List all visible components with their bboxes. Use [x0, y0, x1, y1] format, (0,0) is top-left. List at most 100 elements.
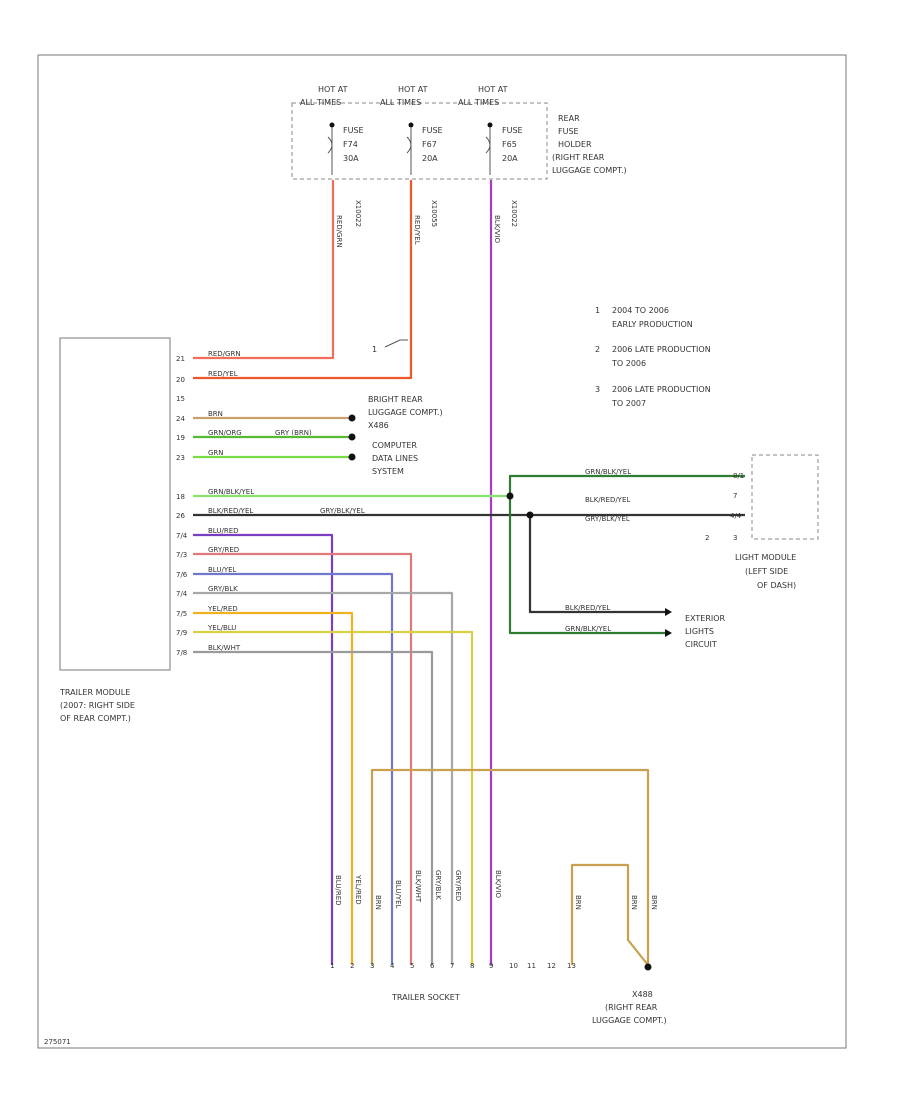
wire-red-yel [193, 180, 413, 380]
computer-l3: SYSTEM [372, 467, 404, 476]
socket-pin: 2 [350, 962, 354, 970]
wire-labels: RED/GRN RED/YEL BRN GRN/ORG GRY (BRN) GR… [207, 350, 365, 652]
trailer-socket-label: TRAILER SOCKET [391, 993, 460, 1002]
pin-label: 15 [176, 395, 185, 403]
wire-label: YEL/BLU [207, 624, 236, 632]
light-module-l2: (LEFT SIDE [745, 567, 788, 576]
note-3-l2: TO 2007 [611, 399, 646, 408]
ground-id: X488 [632, 990, 653, 999]
wire-label: BRN [208, 410, 223, 418]
light-wire-2b: GRY/BLK/YEL [585, 515, 630, 523]
wire-label: BLK/WHT [208, 644, 241, 652]
fuse-2-label: FUSE [422, 126, 443, 135]
fuse-holder-l2: FUSE [558, 127, 579, 136]
fuse-3-label: FUSE [502, 126, 523, 135]
ground-block-title: BRIGHT REAR [368, 395, 423, 404]
pin-label: 7/4 [176, 590, 188, 598]
socket-wire-label: GRY/RED [454, 870, 462, 901]
ground-block-label: BRIGHT REAR LUGGAGE COMPT.) X486 [368, 395, 443, 430]
computer-data-label: COMPUTER DATA LINES SYSTEM [372, 441, 418, 476]
wire-dk-grn-up [508, 474, 745, 496]
wire-label: BLU/YEL [208, 566, 237, 574]
ground-wire-label: BRN [574, 895, 582, 910]
socket-pin: 3 [370, 962, 374, 970]
light-module-l1: LIGHT MODULE [735, 553, 796, 562]
ground-point-dot [644, 963, 652, 971]
wire-label: GRN [208, 449, 224, 457]
light-wire-1: GRN/BLK/YEL [585, 468, 631, 476]
fuse-3-hot: HOT AT [478, 85, 508, 94]
fuse-holder-l3: HOLDER [558, 140, 592, 149]
wire-yel-blu [193, 630, 474, 965]
fuse-1-times: ALL TIMES [300, 98, 341, 107]
light-module-label: LIGHT MODULE (LEFT SIDE OF DASH) GRN/BLK… [585, 468, 796, 590]
fuse-holder-l1: REAR [558, 114, 580, 123]
trailer-module-l1: TRAILER MODULE [59, 688, 130, 697]
splice-dot [526, 511, 534, 519]
fuse-holder-l5: LUGGAGE COMPT.) [552, 166, 627, 175]
diagram-frame [37, 54, 847, 1049]
wire-label: RED/YEL [208, 370, 238, 378]
wire-label: GRY (BRN) [275, 429, 312, 437]
socket-wire-label: YEL/RED [354, 874, 362, 905]
wire-label: BLK/RED/YEL [208, 507, 253, 515]
fuse-3-id: F65 [502, 140, 517, 149]
pin-label: 18 [176, 493, 185, 501]
note-1-marker: 1 [372, 345, 377, 354]
exterior-wire-2: GRN/BLK/YEL [565, 625, 611, 633]
pin-label: 21 [176, 355, 185, 363]
socket-pin: 9 [489, 962, 493, 970]
wire-blk-wht [193, 650, 434, 965]
light-pin-a: 2 [705, 534, 709, 542]
note-1-l2: EARLY PRODUCTION [612, 320, 693, 329]
socket-pin: 6 [430, 962, 435, 970]
pin-label: 24 [176, 415, 185, 423]
fuse-3: HOT AT ALL TIMES FUSE F65 20A X10022 [458, 85, 523, 227]
wire-brn-ground [570, 863, 649, 966]
computer-l1: COMPUTER [372, 441, 417, 450]
wire-label: GRN/ORG [208, 429, 242, 437]
exterior-lights-label: EXTERIOR LIGHTS CIRCUIT BLK/RED/YEL GRN/… [565, 604, 726, 649]
fuse-wire-label: BLK/VIO [493, 215, 501, 244]
light-wire-2a: BLK/RED/YEL [585, 496, 630, 504]
splices [348, 414, 672, 971]
wires [193, 180, 745, 966]
socket-wire-label: GRY/BLK [434, 870, 442, 900]
note-2-l1: 2006 LATE PRODUCTION [612, 345, 711, 354]
fuse-3-amps: 20A [502, 154, 518, 163]
light-module-l3: OF DASH) [757, 581, 796, 590]
wire-red-grn [193, 180, 335, 360]
pin-label: 7/5 [176, 610, 187, 618]
trailer-module-l3: OF REAR COMPT.) [60, 714, 131, 723]
wire-label: GRN/BLK/YEL [208, 488, 254, 496]
note-3-num: 3 [595, 385, 600, 394]
socket-wire-label: BRN [374, 895, 382, 910]
exterior-wire-1: BLK/RED/YEL [565, 604, 610, 612]
fuse-2-times: ALL TIMES [380, 98, 421, 107]
wire-yel-red [193, 611, 354, 965]
ground-terminal [348, 414, 356, 422]
fuse-wire-label: RED/GRN [335, 215, 343, 248]
socket-wire-label: BLK/WHT [414, 870, 422, 903]
fuse-symbols [327, 122, 493, 175]
socket-pin: 7 [450, 962, 454, 970]
fuse-holder-box [291, 102, 548, 180]
fuse-2: HOT AT ALL TIMES FUSE F67 20A X10055 [380, 85, 443, 227]
socket-pin: 10 [509, 962, 518, 970]
splice-dot [506, 492, 514, 500]
pin-label: 19 [176, 434, 185, 442]
ground-block-l2: LUGGAGE COMPT.) [368, 408, 443, 417]
light-pin-2: 7 [733, 492, 737, 500]
wire-blu-yel [193, 572, 394, 965]
ground-l1: (RIGHT REAR [605, 1003, 658, 1012]
ground-wire-label: BRN [650, 895, 658, 910]
note-2-l2: TO 2006 [611, 359, 646, 368]
note-1-arrow [384, 339, 408, 348]
arrow-head [665, 629, 672, 637]
computer-terminal [348, 433, 356, 441]
ground-point-label: X488 (RIGHT REAR LUGGAGE COMPT.) [592, 990, 667, 1025]
light-module-box [751, 454, 819, 540]
socket-pin: 4 [390, 962, 395, 970]
pin-label: 7/4 [176, 532, 188, 540]
